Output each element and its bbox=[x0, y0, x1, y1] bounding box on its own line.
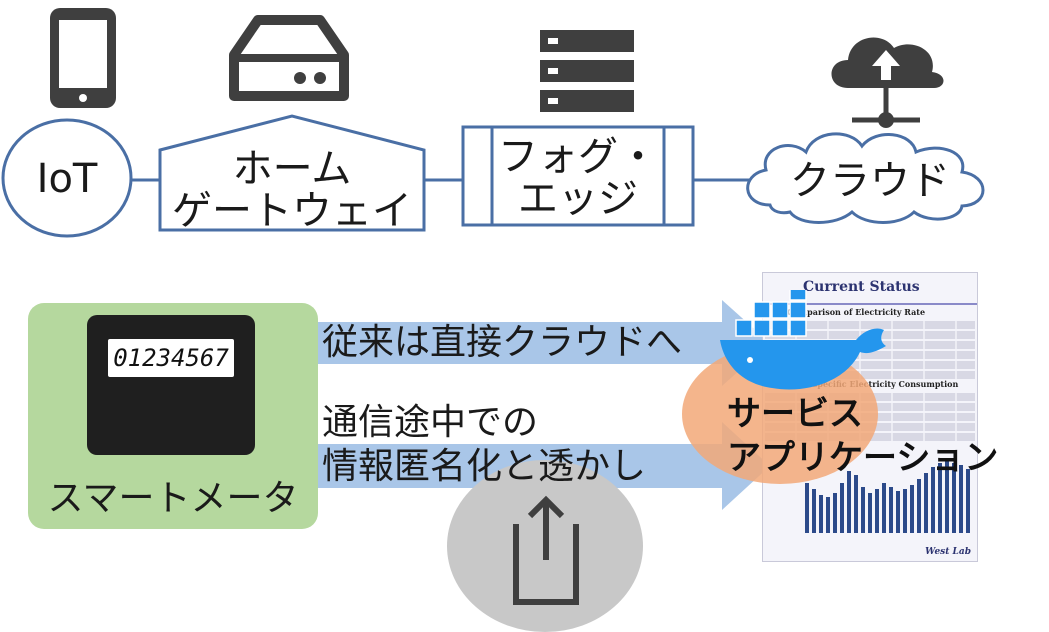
screenshot-heading-rate: Comparison of Electricity Rate bbox=[787, 307, 926, 317]
screenshot-title-bar bbox=[763, 303, 977, 305]
router-icon bbox=[229, 15, 349, 101]
cloud-label: クラウド bbox=[790, 158, 950, 204]
upper-arrow-label: 従来は直接クラウドへ bbox=[322, 322, 683, 363]
screenshot-footer-logo: West Lab bbox=[925, 547, 971, 557]
server-rack-icon bbox=[540, 30, 634, 112]
cloud-node bbox=[746, 132, 985, 224]
fog-edge-label-line2: エッジ bbox=[518, 176, 638, 222]
iot-label: IoT bbox=[36, 156, 98, 202]
iot-node bbox=[1, 118, 133, 238]
screenshot-title: Current Status bbox=[803, 279, 920, 295]
screenshot-bar-chart bbox=[805, 461, 970, 533]
service-label-line1: サービス bbox=[727, 394, 863, 434]
smart-meter-device bbox=[87, 315, 255, 455]
cloud-upload-icon bbox=[831, 37, 944, 128]
service-label-line2: アプリケーション bbox=[727, 438, 999, 478]
smartphone-icon bbox=[50, 8, 116, 108]
screenshot-heading-consumption: Time-specific Electricity Consumption bbox=[787, 379, 959, 389]
fog-edge-label-line1: フォグ・ bbox=[498, 134, 658, 180]
docker-whale-icon bbox=[720, 290, 886, 390]
smart-meter-label: スマートメータ bbox=[47, 478, 299, 519]
home-gateway-label-line1: ホーム bbox=[232, 146, 352, 192]
home-gateway-node bbox=[158, 114, 426, 232]
lower-arrow-label-line2: 情報匿名化と透かし bbox=[322, 446, 647, 487]
meter-display: 01234567 bbox=[108, 339, 234, 377]
service-label: サービス アプリケーション bbox=[727, 392, 998, 480]
share-export-icon bbox=[513, 495, 579, 605]
home-gateway-label-line2: ゲートウェイ bbox=[172, 188, 412, 234]
service-graphic bbox=[682, 290, 886, 484]
upper-arrow bbox=[318, 300, 770, 386]
lower-arrow-label-line1: 通信途中での bbox=[322, 402, 539, 443]
fog-edge-node bbox=[461, 125, 695, 227]
